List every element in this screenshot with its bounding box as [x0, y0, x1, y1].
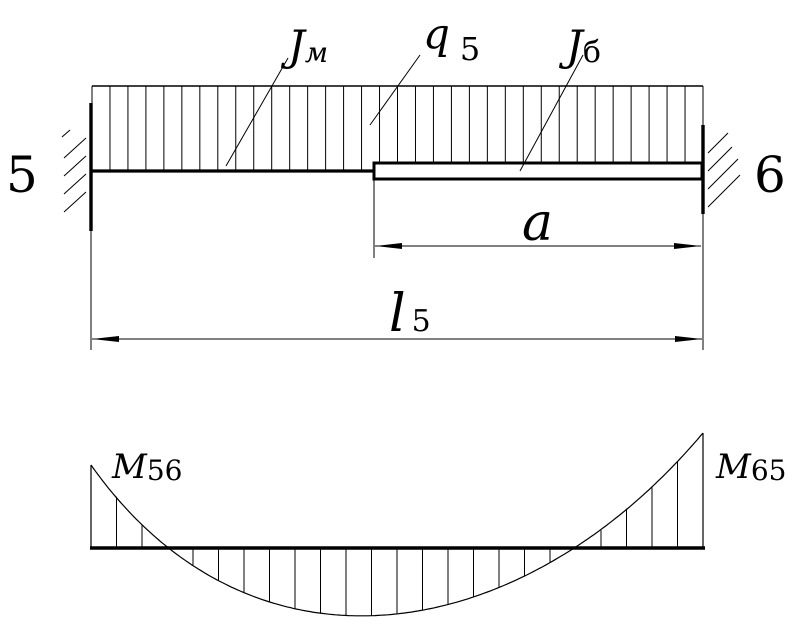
left-fixed-support: [61, 103, 93, 231]
leader-inertia-large: [519, 54, 584, 172]
inertia-large-label: Jб: [558, 21, 601, 70]
leader-lines: [225, 54, 584, 172]
support-left-label: 5: [6, 146, 38, 204]
leader-inertia-small: [225, 57, 289, 167]
distributed-load-diagram: [91, 85, 704, 170]
moment-diagram: [90, 432, 705, 617]
inertia-small-label: Jм: [280, 21, 328, 70]
moment-right-label: M65: [715, 447, 786, 487]
dimension-a: [373, 179, 701, 258]
beam: [92, 161, 704, 181]
right-fixed-support: [701, 125, 741, 214]
fixed-support-hatching-icon: [61, 129, 87, 213]
load-hatching: [91, 86, 704, 170]
leader-load: [369, 54, 421, 126]
moment-left-label: M56: [111, 447, 182, 487]
segment-length-label: a: [522, 193, 553, 253]
dimension-l5: [90, 214, 704, 350]
fixed-support-hatching-icon: [707, 132, 741, 208]
moment-hatching: [116, 461, 678, 616]
support-right-label: 6: [754, 146, 786, 204]
moment-curve: [90, 432, 704, 617]
beam-thick-section: [372, 161, 704, 181]
